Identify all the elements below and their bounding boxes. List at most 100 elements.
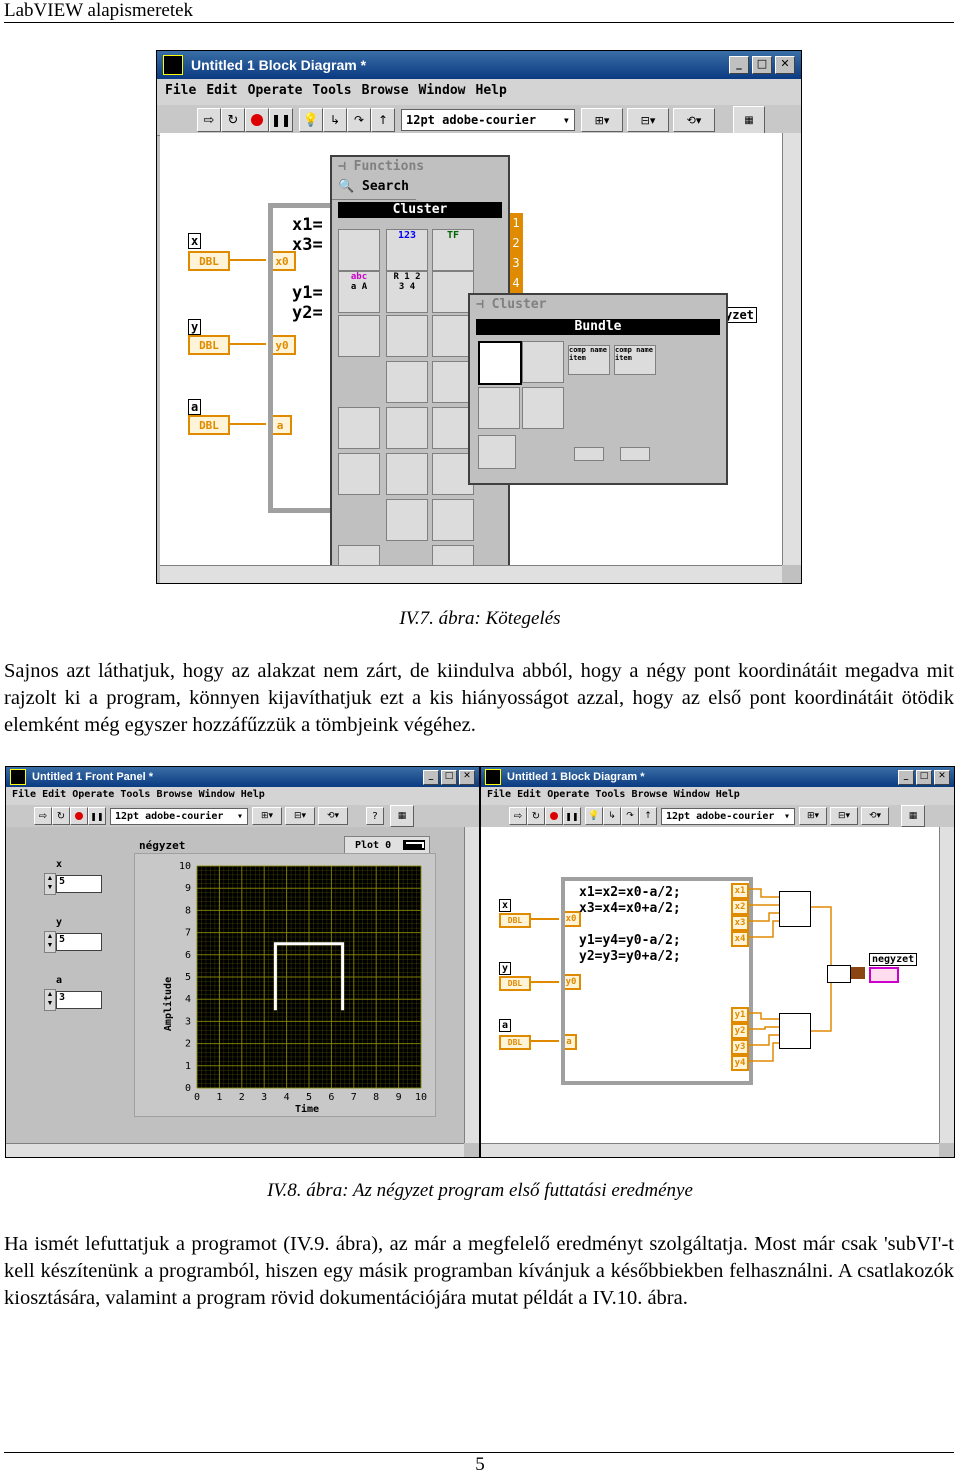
analyze-icon[interactable] bbox=[432, 361, 474, 403]
step-into-icon[interactable]: ↳ bbox=[323, 108, 347, 132]
distribute-objects-icon[interactable]: ⊟▾ bbox=[830, 807, 858, 825]
cluster-to-array-icon[interactable] bbox=[574, 447, 604, 461]
step-over-icon[interactable]: ↷ bbox=[347, 108, 371, 132]
step-out-icon[interactable]: ↑ bbox=[371, 108, 395, 132]
pause-icon[interactable]: ❚❚ bbox=[88, 807, 106, 825]
unbundle-icon[interactable] bbox=[522, 341, 564, 383]
menu-edit[interactable]: Edit bbox=[517, 789, 542, 800]
title-bar[interactable]: Untitled 1 Block Diagram * _ □ ✕ bbox=[481, 767, 954, 787]
run-continuously-icon[interactable]: ↻ bbox=[221, 108, 245, 132]
numeric-control-y[interactable]: 5 bbox=[56, 933, 102, 951]
menu-file[interactable]: File bbox=[487, 789, 512, 800]
close-button[interactable]: ✕ bbox=[934, 769, 950, 785]
menu-window[interactable]: Window bbox=[198, 789, 235, 800]
build-array-x-node[interactable] bbox=[779, 891, 811, 927]
diagram-canvas[interactable]: x DBL x0 y DBL y0 a DBL a x1= x3= y1= y2… bbox=[160, 133, 782, 583]
diagram-canvas[interactable]: x DBL x0 y DBL y0 a DBL a x1=x2=x0-a/2; … bbox=[481, 827, 939, 1143]
menu-tools[interactable]: Tools bbox=[120, 789, 151, 800]
control-y-dbl[interactable]: DBL bbox=[499, 976, 531, 991]
font-selector[interactable]: 12pt adobe-courier▾ bbox=[110, 807, 248, 825]
run-continuously-icon[interactable]: ↻ bbox=[527, 807, 545, 825]
increment-decrement-arrows[interactable]: ▲▼ bbox=[44, 989, 56, 1011]
align-objects-icon[interactable]: ⊞▾ bbox=[581, 108, 623, 132]
control-a-dbl[interactable]: DBL bbox=[499, 1035, 531, 1050]
control-x-dbl[interactable]: DBL bbox=[188, 251, 230, 271]
horizontal-scrollbar[interactable] bbox=[481, 1143, 939, 1157]
menu-browse[interactable]: Browse bbox=[631, 789, 668, 800]
communication-icon[interactable] bbox=[338, 453, 380, 495]
cluster-subpalette-icon[interactable] bbox=[338, 229, 380, 271]
menu-operate[interactable]: Operate bbox=[72, 789, 115, 800]
minimize-button[interactable]: _ bbox=[423, 769, 439, 785]
build-cluster-array-icon[interactable] bbox=[478, 387, 520, 429]
title-bar[interactable]: Untitled 1 Block Diagram * _ □ ✕ bbox=[157, 51, 801, 79]
pause-icon[interactable]: ❚❚ bbox=[563, 807, 581, 825]
step-over-icon[interactable]: ↷ bbox=[621, 807, 639, 825]
numeric-control-a[interactable]: 3 bbox=[56, 991, 102, 1009]
index-bundle-cluster-array-icon[interactable] bbox=[522, 387, 564, 429]
minimize-button[interactable]: _ bbox=[729, 56, 749, 74]
bundle-node[interactable] bbox=[827, 965, 851, 983]
vertical-scrollbar[interactable] bbox=[782, 133, 801, 565]
horizontal-scrollbar[interactable] bbox=[6, 1143, 464, 1157]
increment-decrement-arrows[interactable]: ▲▼ bbox=[44, 931, 56, 953]
bundle-by-name-icon[interactable]: comp name item bbox=[568, 345, 610, 375]
menu-edit[interactable]: Edit bbox=[206, 83, 238, 98]
menu-operate[interactable]: Operate bbox=[247, 83, 303, 98]
distribute-objects-icon[interactable]: ⊟▾ bbox=[285, 807, 315, 825]
motion-icon[interactable] bbox=[386, 407, 428, 449]
vertical-scrollbar[interactable] bbox=[464, 827, 479, 1143]
reorder-icon[interactable]: ⟲▾ bbox=[861, 807, 889, 825]
vertical-scrollbar[interactable] bbox=[939, 827, 954, 1143]
pin-icon[interactable]: ⊣ bbox=[476, 297, 484, 312]
time-dialog-icon[interactable] bbox=[386, 315, 428, 357]
menu-tools[interactable]: Tools bbox=[312, 83, 352, 98]
menu-help[interactable]: Help bbox=[240, 789, 265, 800]
array-to-cluster-icon[interactable] bbox=[620, 447, 650, 461]
abort-icon[interactable] bbox=[245, 108, 269, 132]
menu-browse[interactable]: Browse bbox=[361, 83, 409, 98]
numeric-control-x[interactable]: 5 bbox=[56, 875, 102, 893]
menu-window[interactable]: Window bbox=[673, 789, 710, 800]
maximize-button[interactable]: □ bbox=[916, 769, 932, 785]
vi-icon[interactable]: ▦ bbox=[390, 805, 414, 827]
cluster-icon[interactable] bbox=[432, 271, 474, 313]
font-selector[interactable]: 12pt adobe-courier▾ bbox=[661, 807, 795, 825]
maximize-button[interactable]: □ bbox=[752, 56, 772, 74]
control-x-dbl[interactable]: DBL bbox=[499, 913, 531, 928]
highlight-execution-icon[interactable]: 💡 bbox=[585, 807, 603, 825]
numeric-subpalette-icon[interactable]: 123 bbox=[386, 229, 428, 271]
menu-browse[interactable]: Browse bbox=[156, 789, 193, 800]
file-io-icon[interactable] bbox=[432, 315, 474, 357]
menu-file[interactable]: File bbox=[12, 789, 37, 800]
report-generation-icon[interactable] bbox=[386, 453, 428, 495]
increment-decrement-arrows[interactable]: ▲▼ bbox=[44, 873, 56, 895]
step-out-icon[interactable]: ↑ bbox=[639, 807, 657, 825]
vi-icon[interactable]: ▦ bbox=[733, 106, 765, 134]
formula-node[interactable] bbox=[268, 203, 341, 513]
control-a-dbl[interactable]: DBL bbox=[188, 415, 230, 435]
minimize-button[interactable]: _ bbox=[898, 769, 914, 785]
align-objects-icon[interactable]: ⊞▾ bbox=[252, 807, 282, 825]
menu-help[interactable]: Help bbox=[715, 789, 740, 800]
distribute-objects-icon[interactable]: ⊟▾ bbox=[627, 108, 669, 132]
font-selector[interactable]: 12pt adobe-courier▾ bbox=[401, 109, 575, 131]
pause-icon[interactable]: ❚❚ bbox=[269, 108, 293, 132]
control-y-dbl[interactable]: DBL bbox=[188, 335, 230, 355]
cluster-constant-icon[interactable] bbox=[478, 435, 516, 469]
pin-icon[interactable]: ⊣ bbox=[338, 159, 346, 174]
menu-tools[interactable]: Tools bbox=[595, 789, 626, 800]
reorder-icon[interactable]: ⟲▾ bbox=[673, 108, 715, 132]
run-arrow-icon[interactable]: ⇨ bbox=[509, 807, 527, 825]
run-arrow-icon[interactable]: ⇨ bbox=[197, 108, 221, 132]
maximize-button[interactable]: □ bbox=[441, 769, 457, 785]
build-array-y-node[interactable] bbox=[779, 1013, 811, 1049]
reorder-icon[interactable]: ⟲▾ bbox=[318, 807, 348, 825]
close-button[interactable]: ✕ bbox=[459, 769, 475, 785]
menu-operate[interactable]: Operate bbox=[547, 789, 590, 800]
abort-icon[interactable] bbox=[70, 807, 88, 825]
run-arrow-icon[interactable]: ⇨ bbox=[34, 807, 52, 825]
cluster-palette[interactable]: ⊣ Cluster Bundle comp name item comp nam… bbox=[468, 293, 728, 485]
title-bar[interactable]: Untitled 1 Front Panel * _ □ ✕ bbox=[6, 767, 479, 787]
